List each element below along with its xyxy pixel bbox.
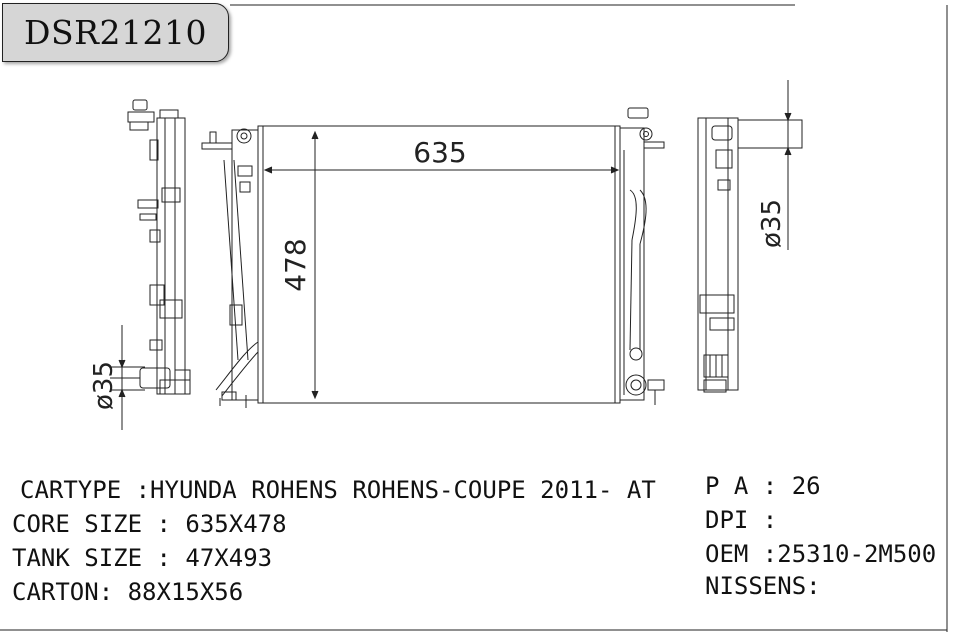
left-side-view: [110, 99, 191, 395]
part-number: DSR21210: [24, 13, 207, 52]
spec-carton: CARTON: 88X15X56: [12, 578, 244, 606]
spec-nissens: NISSENS:: [705, 572, 821, 600]
height-label: 478: [279, 238, 312, 291]
spec-tank-size: TANK SIZE : 47X493: [12, 544, 273, 572]
part-number-tab: DSR21210: [2, 3, 229, 62]
spec-car-type: CARTYPE :HYUNDA ROHENS ROHENS-COUPE 2011…: [20, 476, 656, 504]
right-outlet-label: ø35: [757, 199, 787, 248]
height-dimension: [311, 130, 319, 400]
left-outlet-label: ø35: [89, 361, 119, 410]
front-left-tank: [201, 128, 259, 408]
spec-core-size: CORE SIZE : 635X478: [12, 510, 287, 538]
right-side-view: [697, 117, 803, 393]
right-outlet-dimension: [760, 80, 802, 250]
front-right-tank: [619, 107, 665, 405]
spec-pa: P A : 26: [705, 472, 821, 500]
width-dimension: [263, 166, 620, 174]
left-outlet-dimension: [110, 325, 145, 430]
frame-lines: [0, 4, 948, 632]
spec-oem: OEM :25310-2M500: [705, 540, 937, 568]
spec-dpi: DPI :: [705, 506, 778, 534]
width-label: 635: [413, 136, 466, 169]
